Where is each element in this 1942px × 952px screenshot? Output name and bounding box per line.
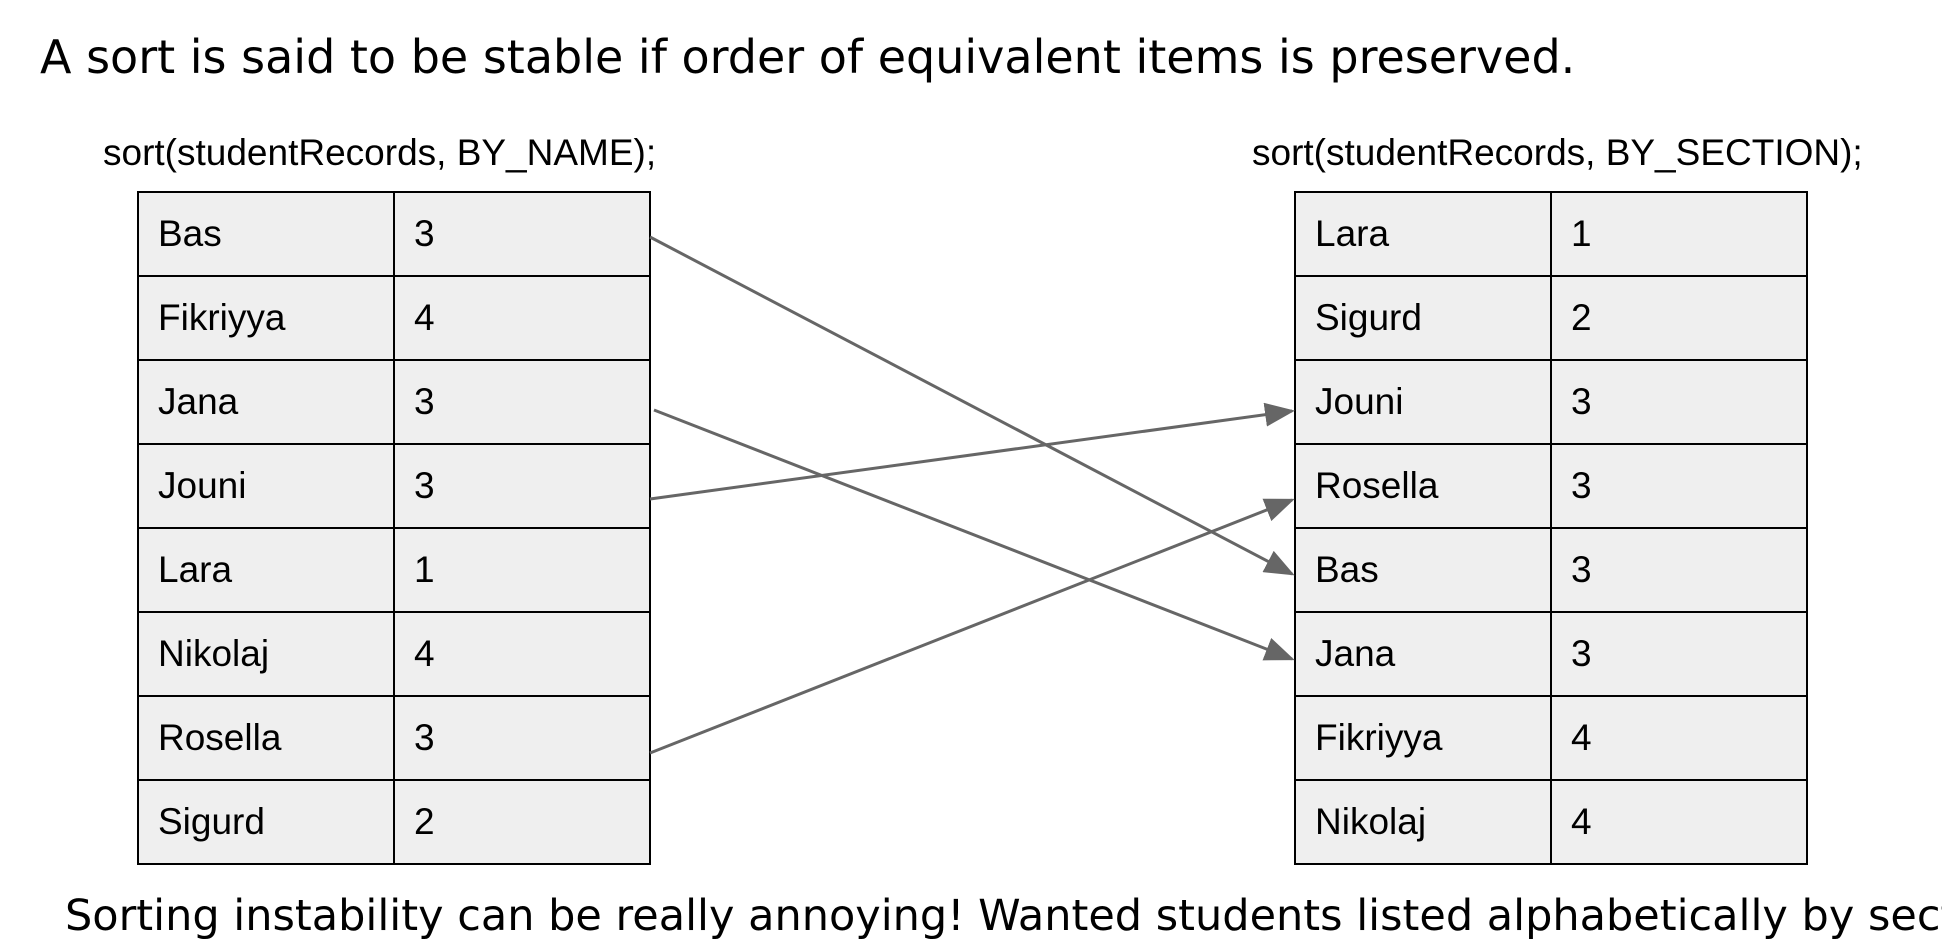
table-row: Rosella 3 xyxy=(1294,443,1808,529)
section-cell: 1 xyxy=(1550,191,1808,277)
section-cell: 2 xyxy=(393,779,651,865)
arrow-jouni-to-jouni xyxy=(649,402,1295,501)
table-row: Nikolaj 4 xyxy=(137,611,651,697)
name-cell: Sigurd xyxy=(1294,275,1552,361)
name-cell: Rosella xyxy=(1294,443,1552,529)
name-cell: Nikolaj xyxy=(137,611,395,697)
section-cell: 1 xyxy=(393,527,651,613)
table-row: Fikriyya 4 xyxy=(1294,695,1808,781)
section-cell: 3 xyxy=(1550,611,1808,697)
name-cell: Jana xyxy=(137,359,395,445)
table-row: Fikriyya 4 xyxy=(137,275,651,361)
table-row: Jouni 3 xyxy=(1294,359,1808,445)
section-cell: 4 xyxy=(1550,779,1808,865)
right-table-caption: sort(studentRecords, BY_SECTION); xyxy=(1252,132,1863,173)
section-cell: 3 xyxy=(393,443,651,529)
table-row: Rosella 3 xyxy=(137,695,651,781)
name-cell: Bas xyxy=(137,191,395,277)
table-row: Lara 1 xyxy=(137,527,651,613)
name-cell: Fikriyya xyxy=(137,275,395,361)
table-row: Nikolaj 4 xyxy=(1294,779,1808,865)
name-cell: Jouni xyxy=(1294,359,1552,445)
table-row: Bas 3 xyxy=(137,191,651,277)
table-row: Sigurd 2 xyxy=(137,779,651,865)
section-cell: 2 xyxy=(1550,275,1808,361)
section-cell: 3 xyxy=(1550,359,1808,445)
diagram-footer-note: Sorting instability can be really annoyi… xyxy=(65,891,1942,941)
arrow-rosella-to-rosella xyxy=(649,498,1295,755)
name-cell: Lara xyxy=(137,527,395,613)
name-cell: Sigurd xyxy=(137,779,395,865)
left-table-caption: sort(studentRecords, BY_NAME); xyxy=(103,132,657,173)
section-cell: 4 xyxy=(1550,695,1808,781)
table-row: Sigurd 2 xyxy=(1294,275,1808,361)
table-row: Lara 1 xyxy=(1294,191,1808,277)
section-cell: 3 xyxy=(393,191,651,277)
name-cell: Bas xyxy=(1294,527,1552,613)
name-cell: Fikriyya xyxy=(1294,695,1552,781)
section-cell: 4 xyxy=(393,611,651,697)
arrow-jana-to-jana xyxy=(653,408,1295,661)
table-row: Jana 3 xyxy=(137,359,651,445)
table-row: Jouni 3 xyxy=(137,443,651,529)
section-cell: 3 xyxy=(1550,443,1808,529)
table-row: Jana 3 xyxy=(1294,611,1808,697)
section-cell: 3 xyxy=(1550,527,1808,613)
right-records-table: Lara 1 Sigurd 2 Jouni 3 Rosella 3 Bas 3 … xyxy=(1294,191,1808,865)
name-cell: Lara xyxy=(1294,191,1552,277)
diagram-title: A sort is said to be stable if order of … xyxy=(40,30,1576,84)
section-cell: 3 xyxy=(393,695,651,781)
name-cell: Nikolaj xyxy=(1294,779,1552,865)
section-cell: 3 xyxy=(393,359,651,445)
arrow-bas-to-bas xyxy=(649,235,1295,576)
name-cell: Jana xyxy=(1294,611,1552,697)
table-row: Bas 3 xyxy=(1294,527,1808,613)
section-cell: 4 xyxy=(393,275,651,361)
name-cell: Rosella xyxy=(137,695,395,781)
left-records-table: Bas 3 Fikriyya 4 Jana 3 Jouni 3 Lara 1 N… xyxy=(137,191,651,865)
name-cell: Jouni xyxy=(137,443,395,529)
